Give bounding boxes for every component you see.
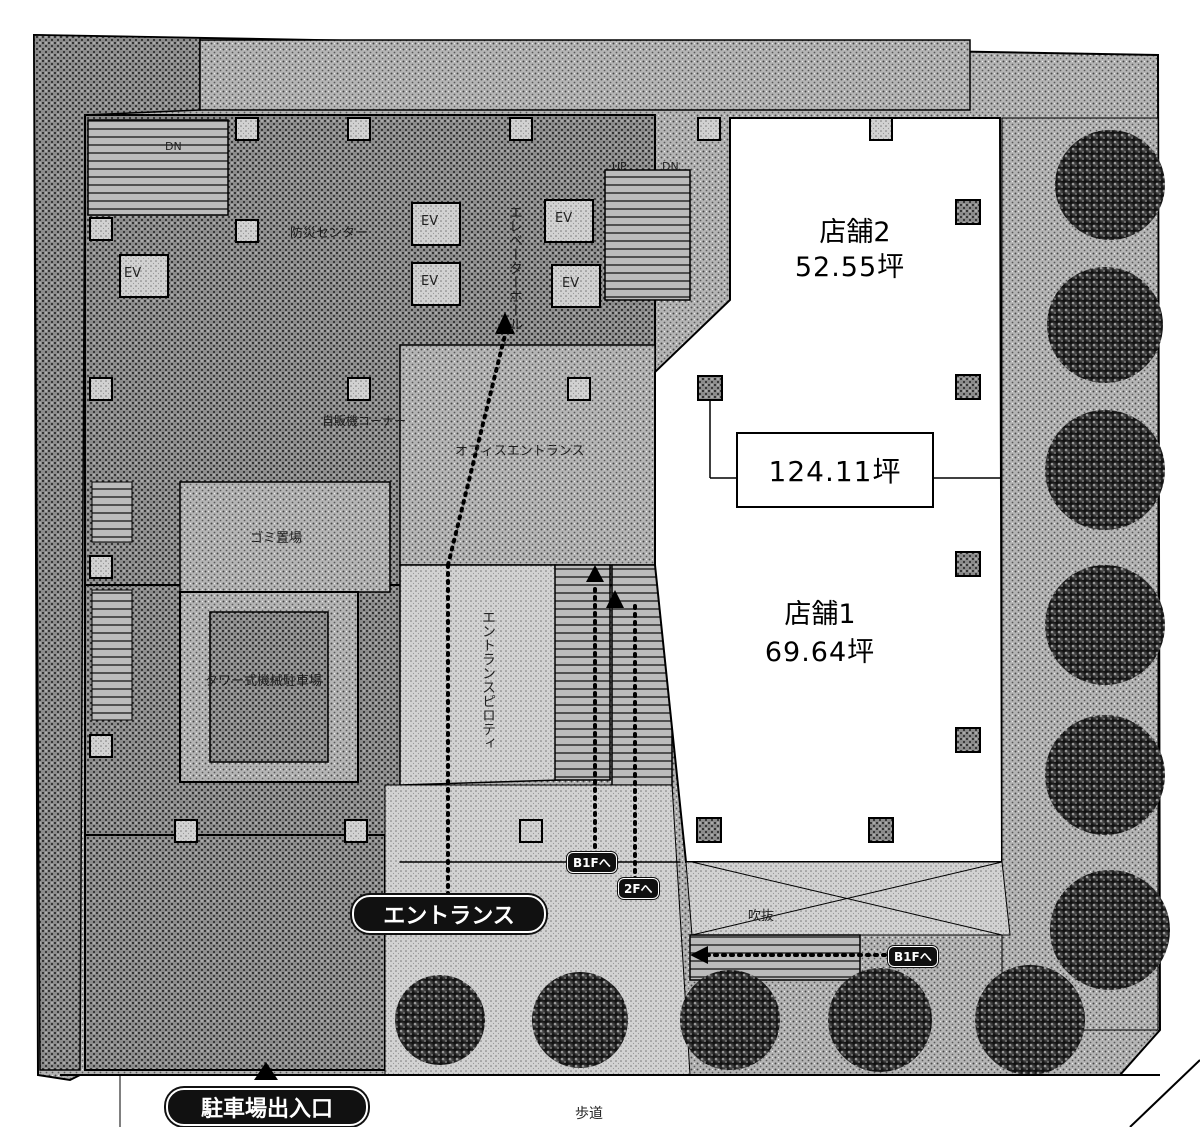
tower-parking-inner bbox=[209, 611, 329, 763]
stair-west-1 bbox=[91, 481, 133, 543]
stair-nw-down-label: DN bbox=[165, 140, 182, 153]
route-arrows bbox=[399, 333, 887, 957]
ev-label-1: EV bbox=[124, 266, 142, 281]
to-b1f-tag-1: B1Fへ bbox=[567, 852, 617, 873]
store-1-name: 店舗1 bbox=[784, 599, 856, 630]
office-entrance-label: オフィスエントランス bbox=[455, 444, 585, 459]
corner-line bbox=[1129, 1059, 1200, 1127]
tower-parking-label: タワー式機械駐車場 bbox=[205, 674, 323, 689]
core-columns bbox=[89, 117, 893, 843]
store-2-name: 店舗2 bbox=[819, 217, 891, 248]
trees-south bbox=[395, 965, 1085, 1075]
top-service-strip bbox=[199, 39, 971, 111]
to-b1f-tag-2: B1Fへ bbox=[888, 946, 938, 967]
ramp-block bbox=[84, 834, 386, 1071]
total-area: 124.11坪 bbox=[768, 455, 902, 488]
elevator-group bbox=[119, 199, 601, 308]
stair-northwest bbox=[87, 119, 229, 216]
entrance-piloti-label: エントランスピロティ bbox=[480, 610, 496, 750]
sidewalk-label: 歩道 bbox=[575, 1106, 603, 1122]
ev-label-5: EV bbox=[562, 276, 580, 291]
trees-east bbox=[1045, 130, 1170, 990]
stair-down-label: DN bbox=[662, 160, 679, 173]
disaster-center-label: 防災センター bbox=[290, 226, 369, 241]
store-columns bbox=[696, 199, 981, 843]
to-2f-tag: 2Fへ bbox=[618, 878, 659, 899]
void-label: 吹抜 bbox=[748, 909, 775, 924]
escalator-b1f bbox=[554, 564, 611, 781]
void-cross-2 bbox=[691, 861, 1003, 936]
ev-label-3: EV bbox=[421, 274, 439, 289]
entrance-pill: エントランス bbox=[352, 895, 546, 933]
store-1-area: 69.64坪 bbox=[764, 637, 876, 668]
store-2-area: 52.55坪 bbox=[794, 252, 906, 283]
stair-east bbox=[604, 169, 691, 301]
garbage-label: ゴミ置場 bbox=[250, 531, 303, 546]
stair-up-label: UP bbox=[612, 160, 627, 173]
garbage-room bbox=[179, 481, 391, 593]
parking-entrance-pill: 駐車場出入口 bbox=[166, 1088, 368, 1126]
elevator-hall-label: エレベーターホール bbox=[507, 205, 523, 331]
stair-west-2 bbox=[91, 589, 133, 721]
ev-label-4: EV bbox=[555, 211, 573, 226]
vending-label: 自販機コーナー bbox=[322, 414, 407, 428]
total-area-box: 124.11坪 bbox=[736, 432, 934, 508]
ev-label-2: EV bbox=[421, 214, 439, 229]
